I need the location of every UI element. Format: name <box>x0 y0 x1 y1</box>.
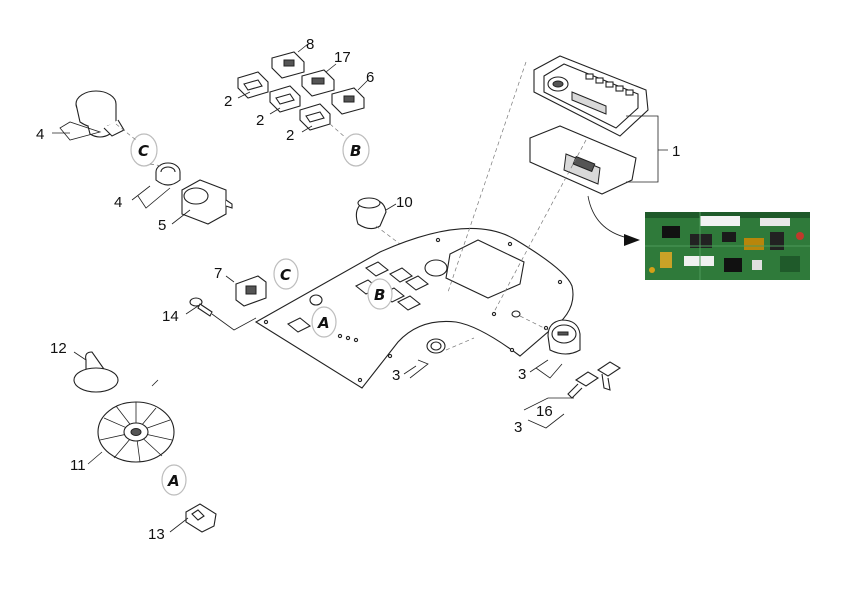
callout-2-middle: 2 <box>256 112 264 129</box>
nut-ring <box>155 162 181 186</box>
connector-letter: A <box>317 314 330 332</box>
connector-a-marker-bottom: A <box>161 464 187 496</box>
emergency-stop-button <box>75 90 125 138</box>
display-buttons <box>585 73 634 96</box>
callout-1: 1 <box>672 143 680 160</box>
connector-letter: C <box>138 142 149 160</box>
rocker-switch-2c <box>299 103 331 131</box>
callout-2-upper: 2 <box>224 93 232 110</box>
callout-7: 7 <box>214 265 222 282</box>
callout-11: 11 <box>70 457 86 474</box>
switch-7 <box>235 275 267 307</box>
connector-letter: B <box>374 286 385 304</box>
selector-rays <box>99 402 173 463</box>
key-pair-16 <box>567 361 622 399</box>
callout-16: 16 <box>536 403 553 420</box>
selector-base-11 <box>97 379 175 463</box>
callout-14: 14 <box>162 308 179 325</box>
switch-housing <box>181 179 233 225</box>
callout-3-right: 3 <box>518 366 526 383</box>
display-backplate <box>529 125 637 195</box>
callout-12: 12 <box>50 340 67 357</box>
connector-b-marker-panel: B <box>367 278 393 310</box>
callout-6: 6 <box>366 69 374 86</box>
rocker-switch-17 <box>301 69 335 97</box>
connector-letter: C <box>280 266 291 284</box>
callout-4-upper: 4 <box>36 126 44 143</box>
arrow-to-pcb <box>624 234 640 246</box>
rocker-switch-6 <box>331 87 365 115</box>
display-housing <box>533 55 649 137</box>
rocker-switch-8 <box>271 51 305 79</box>
callout-2-lower: 2 <box>286 127 294 144</box>
grommet <box>426 338 446 354</box>
dashboard-panel <box>254 227 574 389</box>
lever-knob-12 <box>73 351 119 393</box>
connector-b-marker-top: B <box>342 133 370 167</box>
callout-3-center: 3 <box>392 367 400 384</box>
callout-17: 17 <box>334 49 351 66</box>
connector-c-marker: C <box>130 133 158 167</box>
callout-8: 8 <box>306 36 314 53</box>
circuit-board-image <box>645 212 810 280</box>
connector-letter: B <box>350 142 361 160</box>
callout-3-lower: 3 <box>514 419 522 436</box>
connector-letter: A <box>167 472 180 490</box>
bracket-13 <box>185 503 217 533</box>
connector-a-marker-panel: A <box>311 306 337 338</box>
ignition-lock <box>547 319 581 355</box>
connector-c-marker-panel: C <box>273 258 299 290</box>
knob-10 <box>355 197 387 230</box>
rocker-switch-2a <box>237 71 269 99</box>
callout-13: 13 <box>148 526 165 543</box>
callout-4-lower: 4 <box>114 194 122 211</box>
callout-5: 5 <box>158 217 166 234</box>
screw-14 <box>189 297 213 317</box>
callout-10: 10 <box>396 194 413 211</box>
rocker-switch-2b <box>269 85 301 113</box>
